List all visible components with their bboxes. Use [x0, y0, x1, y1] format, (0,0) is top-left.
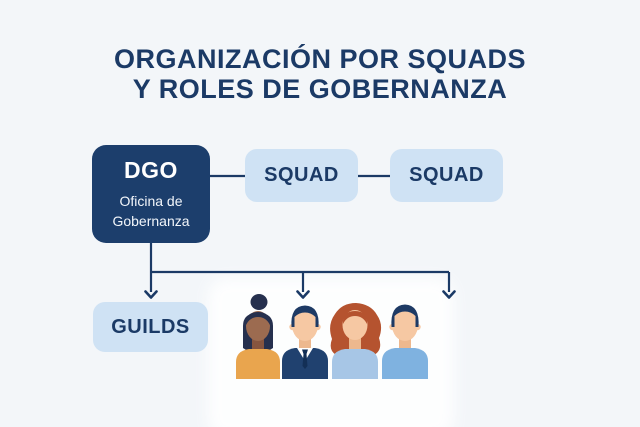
node-squad-2: SQUAD: [390, 149, 503, 202]
person-4: [382, 304, 428, 379]
node-squad-1: SQUAD: [245, 149, 358, 202]
arrow-to-guilds-head: [144, 290, 158, 299]
node-dgo-sublabel: Oficina de Gobernanza: [112, 193, 190, 229]
node-dgo: DGO Oficina de Gobernanza: [92, 145, 210, 243]
node-guilds: GUILDS: [93, 302, 208, 352]
page-title: ORGANIZACIÓN POR SQUADS Y ROLES DE GOBER…: [0, 44, 640, 104]
team-people-illustration: [236, 294, 428, 379]
page-title-line2: Y ROLES DE GOBERNANZA: [132, 74, 508, 104]
node-dgo-label: DGO: [124, 157, 178, 183]
person-2: [282, 305, 328, 379]
person-3: [330, 303, 382, 379]
person-1: [236, 294, 280, 379]
page-title-line1: ORGANIZACIÓN POR SQUADS: [113, 44, 527, 74]
